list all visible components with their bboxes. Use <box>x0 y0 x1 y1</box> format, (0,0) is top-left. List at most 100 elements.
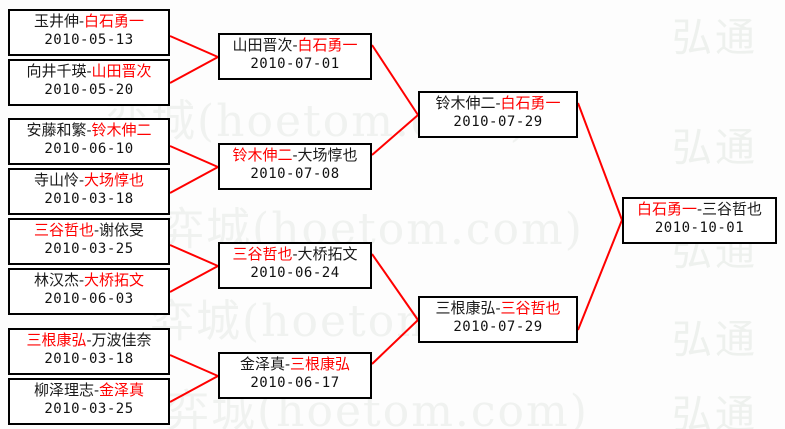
separator: - <box>696 200 703 218</box>
connector-r1-7 <box>169 354 219 377</box>
separator: - <box>86 331 92 349</box>
separator: - <box>93 381 100 399</box>
separator: - <box>495 94 501 112</box>
match-box-r1-2[interactable]: 向井千瑛-山田晋次 2010-05-20 <box>8 59 170 106</box>
player-left: 山田晋次 <box>232 36 293 54</box>
player-left: 金泽真 <box>239 355 285 373</box>
match-date: 2010-03-18 <box>44 350 134 367</box>
player-left: 铃木伸二 <box>232 146 293 164</box>
player-right: 三谷哲也 <box>702 200 763 218</box>
match-box-r1-3[interactable]: 安藤和繁-铃木伸二 2010-06-10 <box>8 118 170 165</box>
match-box-r1-4[interactable]: 寺山怜-大场惇也 2010-03-18 <box>8 168 170 215</box>
match-date: 2010-07-01 <box>250 55 340 72</box>
match-box-r3-2[interactable]: 三根康弘-三谷哲也 2010-07-29 <box>418 296 578 343</box>
match-date: 2010-06-24 <box>250 264 340 281</box>
separator: - <box>78 271 85 289</box>
player-left: 林汉杰 <box>33 271 79 289</box>
player-right: 万波佳奈 <box>91 331 152 349</box>
player-left: 三根康弘 <box>26 331 87 349</box>
match-players: 金泽真-三根康弘 <box>220 355 370 374</box>
separator: - <box>78 12 85 30</box>
watermark-brand: 弘通 <box>672 15 758 61</box>
separator: - <box>292 146 298 164</box>
match-players: 铃木伸二-白石勇一 <box>420 94 576 113</box>
match-date: 2010-03-25 <box>44 400 134 417</box>
connector-r2-1 <box>371 44 419 116</box>
player-right: 铃木伸二 <box>91 121 152 139</box>
match-box-r2-2[interactable]: 铃木伸二-大场惇也 2010-07-08 <box>218 143 372 190</box>
match-box-r2-1[interactable]: 山田晋次-白石勇一 2010-07-01 <box>218 33 372 80</box>
player-left: 三根康弘 <box>435 299 496 317</box>
player-left: 向井千瑛 <box>26 62 87 80</box>
match-players: 三谷哲也-谢依旻 <box>10 221 168 240</box>
separator: - <box>495 299 501 317</box>
separator: - <box>86 121 92 139</box>
connector-r2-2 <box>371 114 419 156</box>
match-date: 2010-05-13 <box>44 31 134 48</box>
separator: - <box>93 221 100 239</box>
match-players: 柳泽理志-金泽真 <box>10 381 168 400</box>
match-players: 山田晋次-白石勇一 <box>220 36 370 55</box>
player-left: 三谷哲也 <box>232 245 293 263</box>
player-left: 寺山怜 <box>33 171 79 189</box>
separator: - <box>292 245 298 263</box>
match-date: 2010-06-17 <box>250 374 340 391</box>
match-players: 三谷哲也-大桥拓文 <box>220 245 370 264</box>
match-date: 2010-07-08 <box>250 165 340 182</box>
player-left: 白石勇一 <box>636 200 697 218</box>
player-right: 大桥拓文 <box>84 271 145 289</box>
connector-r1-3 <box>169 145 219 168</box>
player-right: 大桥拓文 <box>297 245 358 263</box>
match-players: 向井千瑛-山田晋次 <box>10 62 168 81</box>
match-box-r2-4[interactable]: 金泽真-三根康弘 2010-06-17 <box>218 352 372 399</box>
match-players: 三根康弘-三谷哲也 <box>420 299 576 318</box>
watermark-brand: 弘通 <box>672 392 758 429</box>
match-players: 白石勇一-三谷哲也 <box>624 200 775 219</box>
player-right: 大场惇也 <box>297 146 358 164</box>
connector-r1-6 <box>169 265 219 293</box>
player-left: 三谷哲也 <box>33 221 94 239</box>
match-date: 2010-06-03 <box>44 290 134 307</box>
match-box-r1-7[interactable]: 三根康弘-万波佳奈 2010-03-18 <box>8 328 170 375</box>
connector-r2-3 <box>371 253 419 321</box>
player-right: 白石勇一 <box>500 94 561 112</box>
connector-r1-8 <box>169 375 219 403</box>
player-right: 白石勇一 <box>84 12 145 30</box>
connector-r1-5 <box>169 244 219 267</box>
connector-r3-2 <box>577 219 623 331</box>
match-box-r1-1[interactable]: 玉井伸-白石勇一 2010-05-13 <box>8 9 170 56</box>
match-players: 寺山怜-大场惇也 <box>10 171 168 190</box>
match-date: 2010-05-20 <box>44 81 134 98</box>
separator: - <box>86 62 92 80</box>
match-box-r1-6[interactable]: 林汉杰-大桥拓文 2010-06-03 <box>8 268 170 315</box>
connector-r1-2 <box>169 56 219 84</box>
match-date: 2010-07-29 <box>453 318 543 335</box>
match-date: 2010-06-10 <box>44 140 134 157</box>
player-right: 金泽真 <box>99 381 145 399</box>
match-box-r2-3[interactable]: 三谷哲也-大桥拓文 2010-06-24 <box>218 242 372 289</box>
separator: - <box>78 171 85 189</box>
match-players: 安藤和繁-铃木伸二 <box>10 121 168 140</box>
match-date: 2010-07-29 <box>453 113 543 130</box>
match-date: 2010-03-18 <box>44 190 134 207</box>
player-right: 三根康弘 <box>290 355 351 373</box>
watermark-brand: 弘通 <box>672 125 758 171</box>
separator: - <box>284 355 291 373</box>
connector-r3-1 <box>577 102 623 221</box>
player-right: 白石勇一 <box>297 36 358 54</box>
player-right: 谢依旻 <box>99 221 145 239</box>
match-date: 2010-03-25 <box>44 240 134 257</box>
player-right: 三谷哲也 <box>500 299 561 317</box>
connector-r2-4 <box>371 319 419 365</box>
watermark-brand: 弘通 <box>672 317 758 363</box>
match-date: 2010-10-01 <box>654 219 745 236</box>
player-left: 安藤和繁 <box>26 121 87 139</box>
match-players: 三根康弘-万波佳奈 <box>10 331 168 350</box>
match-players: 铃木伸二-大场惇也 <box>220 146 370 165</box>
match-box-final[interactable]: 白石勇一-三谷哲也 2010-10-01 <box>622 197 777 244</box>
match-box-r3-1[interactable]: 铃木伸二-白石勇一 2010-07-29 <box>418 91 578 138</box>
match-box-r1-8[interactable]: 柳泽理志-金泽真 2010-03-25 <box>8 378 170 425</box>
match-box-r1-5[interactable]: 三谷哲也-谢依旻 2010-03-25 <box>8 218 170 265</box>
separator: - <box>292 36 298 54</box>
